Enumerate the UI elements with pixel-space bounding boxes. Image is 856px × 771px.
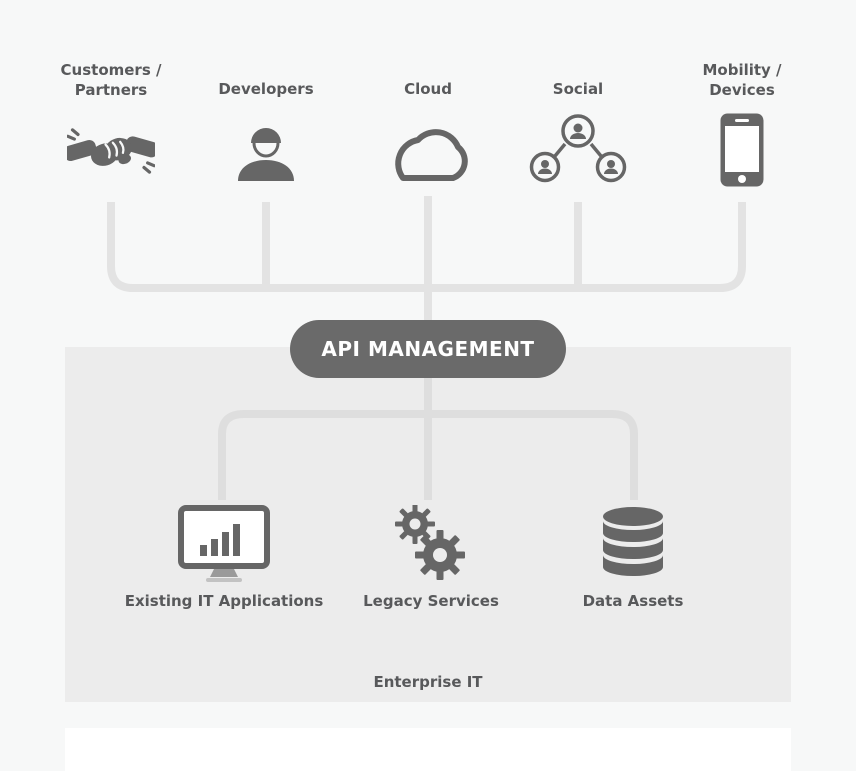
monitor-chart-icon (178, 505, 270, 587)
footer-strip (65, 728, 791, 771)
mobility-devices-label: Mobility / Devices (702, 61, 782, 99)
developer-icon (235, 117, 297, 187)
data-assets-label: Data Assets (582, 592, 684, 610)
developers-label: Developers (218, 80, 314, 98)
handshake-icon (63, 122, 159, 184)
existing-it-applications-label: Existing IT Applications (124, 592, 324, 610)
social-label: Social (552, 80, 604, 98)
cloud-label: Cloud (404, 80, 452, 98)
database-icon (602, 507, 664, 581)
legacy-services-label: Legacy Services (363, 592, 499, 610)
enterprise-it-label: Enterprise IT (373, 673, 483, 691)
gears-icon (393, 504, 469, 585)
cloud-icon (377, 118, 479, 188)
smartphone-icon (719, 112, 765, 192)
top-connector-bracket (107, 196, 746, 330)
api-management-pill: API MANAGEMENT (290, 320, 566, 378)
customers-partners-label: Customers / Partners (60, 61, 162, 99)
social-network-icon (529, 114, 627, 190)
